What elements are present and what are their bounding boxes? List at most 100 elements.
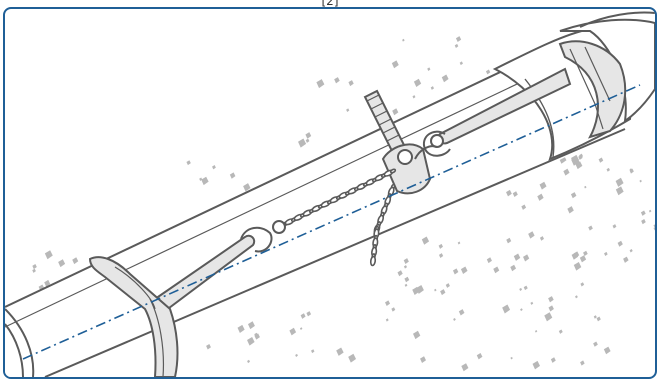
debris-speck <box>430 86 435 90</box>
pipe-bottom-edge <box>44 128 626 377</box>
debris-speck <box>438 253 444 258</box>
debris-speck <box>420 356 427 364</box>
debris-speck <box>306 311 312 317</box>
debris-speck <box>206 343 211 350</box>
debris-speck <box>438 243 443 249</box>
debris-speck <box>534 330 538 333</box>
debris-speck <box>593 315 597 319</box>
debris-speck <box>289 327 297 336</box>
debris-speck <box>629 248 633 253</box>
debris-speck <box>523 254 530 262</box>
debris-speck <box>237 324 245 333</box>
debris-speck <box>58 259 66 268</box>
debris-speck <box>299 327 303 330</box>
debris-speck <box>403 258 409 264</box>
debris-speck <box>575 161 583 170</box>
debris-speck <box>445 283 450 288</box>
debris-speck <box>455 36 462 43</box>
debris-speck <box>391 60 399 69</box>
debris-speck <box>573 262 582 271</box>
debris-speck <box>348 80 354 87</box>
debris-speck <box>201 176 209 186</box>
ground-debris <box>25 36 655 372</box>
debris-speck <box>588 225 593 231</box>
debris-speck <box>604 251 608 257</box>
debris-speck <box>629 168 634 174</box>
debris-speck <box>583 250 588 257</box>
debris-speck <box>391 307 396 312</box>
debris-speck <box>348 353 357 363</box>
debris-speck <box>247 321 255 330</box>
debris-speck <box>346 108 350 112</box>
debris-speck <box>648 209 652 213</box>
debris-speck <box>606 167 610 172</box>
debris-speck <box>434 288 437 292</box>
debris-speck <box>558 329 563 334</box>
debris-speck <box>404 283 408 287</box>
debris-speck <box>427 67 431 71</box>
debris-speck <box>519 287 523 291</box>
debris-speck <box>212 165 216 170</box>
debris-speck <box>520 308 523 312</box>
debris-speck <box>615 177 624 187</box>
lever-hoist <box>363 89 438 195</box>
debris-speck <box>506 237 512 244</box>
pipe-left-end <box>5 308 35 377</box>
debris-speck <box>247 359 250 364</box>
debris-speck <box>537 193 544 201</box>
left-sling-leg <box>153 234 256 313</box>
debris-speck <box>404 276 410 283</box>
debris-speck <box>32 264 37 270</box>
debris-speck <box>454 43 459 48</box>
debris-speck <box>412 330 421 340</box>
debris-speck <box>641 219 646 225</box>
left-hook <box>240 220 286 253</box>
debris-speck <box>300 313 306 319</box>
debris-speck <box>476 352 483 360</box>
debris-speck <box>461 363 469 372</box>
debris-speck <box>453 317 456 321</box>
debris-speck <box>458 309 465 316</box>
debris-speck <box>539 181 547 190</box>
debris-speck <box>199 177 203 181</box>
main-chain <box>281 168 397 227</box>
debris-speck <box>580 360 585 366</box>
debris-speck <box>567 206 574 214</box>
debris-speck <box>639 179 642 183</box>
debris-speck <box>403 265 408 269</box>
debris-speck <box>539 236 545 241</box>
debris-speck <box>416 284 424 294</box>
debris-speck <box>311 349 315 354</box>
debris-speck <box>544 312 553 322</box>
pipe-centerline <box>22 84 641 360</box>
debris-speck <box>523 285 528 291</box>
debris-speck <box>548 296 554 303</box>
debris-speck <box>603 346 611 355</box>
debris-speck <box>385 318 389 322</box>
debris-speck <box>506 189 512 197</box>
debris-speck <box>617 240 623 247</box>
debris-speck <box>579 255 587 263</box>
debris-speck <box>575 295 578 299</box>
debris-speck <box>578 154 583 160</box>
debris-speck <box>653 227 655 231</box>
debris-speck <box>457 241 461 245</box>
debris-speck <box>32 268 36 273</box>
debris-speck <box>521 204 527 210</box>
debris-speck <box>441 74 449 83</box>
debris-speck <box>334 77 340 84</box>
chain-link <box>389 168 397 174</box>
debris-speck <box>584 185 587 189</box>
debris-speck <box>548 305 554 312</box>
debris-speck <box>247 336 255 346</box>
debris-speck <box>72 257 79 265</box>
debris-speck <box>44 250 53 260</box>
debris-speck <box>580 282 585 287</box>
debris-speck <box>510 356 513 360</box>
debris-speck <box>316 79 325 89</box>
debris-speck <box>421 236 430 245</box>
debris-speck <box>385 300 391 307</box>
debris-speck <box>459 61 463 66</box>
debris-speck <box>485 69 491 75</box>
debris-speck <box>295 353 298 357</box>
